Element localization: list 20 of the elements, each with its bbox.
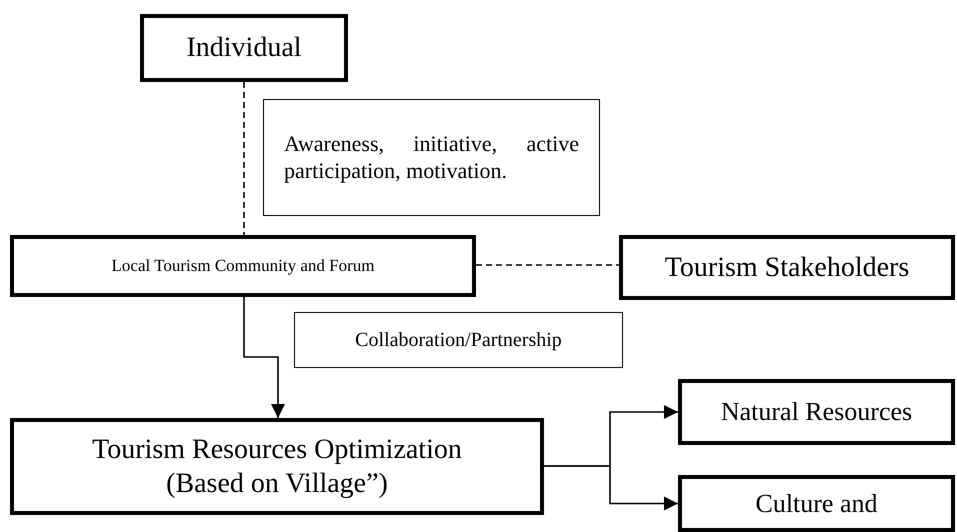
node-label: Natural Resources	[720, 396, 912, 428]
node-label: Culture and	[755, 488, 878, 520]
node-label: Individual	[186, 31, 302, 65]
process-box	[619, 235, 955, 300]
process-box	[678, 379, 955, 445]
dashed-connector	[243, 82, 245, 235]
process-box	[10, 418, 544, 515]
node-label: Collaboration/Partnership	[355, 328, 562, 352]
node-label: Tourism Resources Optimization (Based on Village”)	[91, 432, 463, 500]
process-box	[140, 14, 348, 82]
note-box	[263, 99, 600, 216]
dashed-connector	[476, 264, 619, 266]
arrow	[544, 465, 678, 510]
process-box	[678, 475, 955, 532]
node-label: Tourism Stakeholders	[664, 250, 910, 284]
node-label: Local Tourism Community and Forum	[112, 256, 374, 276]
arrow	[243, 297, 285, 418]
process-box	[10, 235, 476, 297]
note-box	[294, 312, 623, 368]
node-label: Awareness, initiative, active participation, motivation.	[284, 131, 579, 184]
